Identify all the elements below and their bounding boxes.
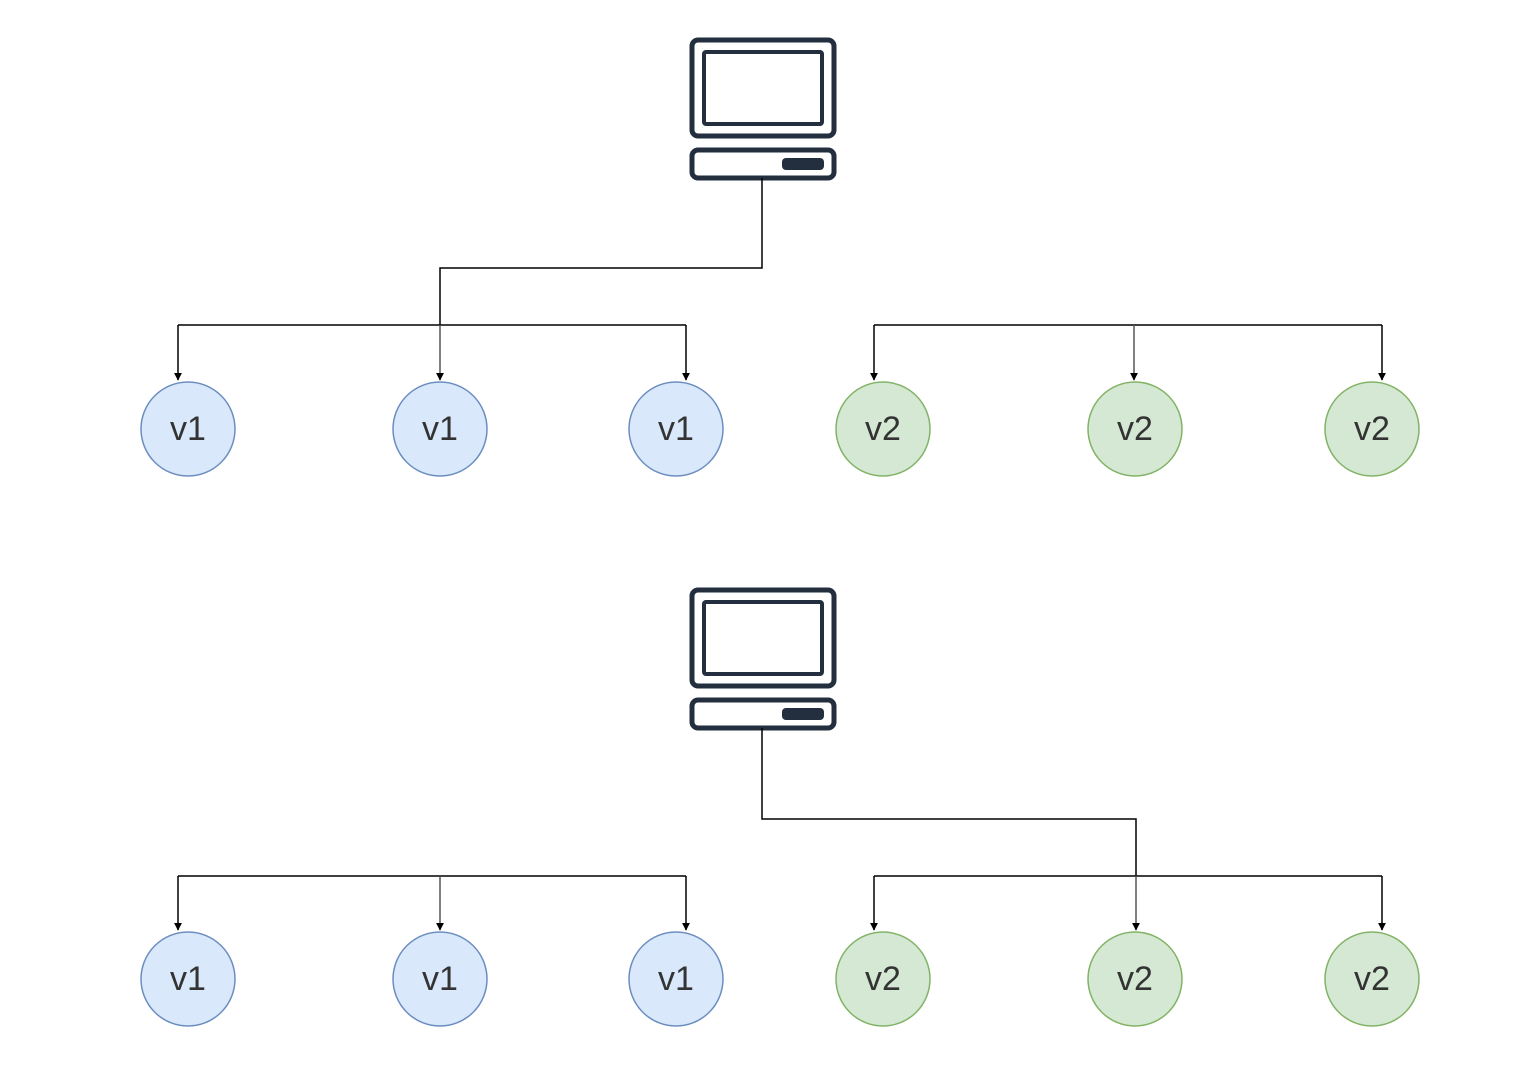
node-v2: v2	[835, 381, 931, 477]
node-circle	[1087, 931, 1183, 1027]
node-circle	[1324, 931, 1420, 1027]
node-label: v2	[1354, 410, 1390, 448]
node-label: v1	[170, 410, 206, 448]
diagram-2: v1 v1 v1 v2 v2 v2	[140, 587, 1420, 1027]
node-label: v2	[865, 410, 901, 448]
node-v1: v1	[140, 931, 236, 1027]
node-v2: v2	[835, 931, 931, 1027]
node-v1: v1	[392, 381, 488, 477]
node-label: v2	[1117, 410, 1153, 448]
node-v2: v2	[1087, 931, 1183, 1027]
client-route-line	[761, 728, 1137, 876]
node-circle	[392, 931, 488, 1027]
node-label: v1	[422, 960, 458, 998]
node-circle	[835, 931, 931, 1027]
node-label: v1	[658, 960, 694, 998]
node-v1: v1	[628, 931, 724, 1027]
node-circle	[1324, 381, 1420, 477]
node-circle	[1087, 381, 1183, 477]
node-label: v2	[1117, 960, 1153, 998]
node-circle	[628, 931, 724, 1027]
node-v1: v1	[140, 381, 236, 477]
node-label: v1	[658, 410, 694, 448]
client-route-line	[439, 178, 763, 325]
node-label: v2	[1354, 960, 1390, 998]
node-circle	[628, 381, 724, 477]
node-v1: v1	[628, 381, 724, 477]
node-label: v1	[422, 410, 458, 448]
node-circle	[392, 381, 488, 477]
node-v2: v2	[1324, 931, 1420, 1027]
node-circle	[140, 931, 236, 1027]
node-v2: v2	[1087, 381, 1183, 477]
node-circle	[835, 381, 931, 477]
computer-icon	[689, 37, 837, 181]
node-v1: v1	[392, 931, 488, 1027]
node-label: v1	[170, 960, 206, 998]
diagram-1: v1 v1 v1 v2 v2 v2	[140, 37, 1420, 477]
computer-icon	[689, 587, 837, 731]
node-v2: v2	[1324, 381, 1420, 477]
node-circle	[140, 381, 236, 477]
node-label: v2	[865, 960, 901, 998]
